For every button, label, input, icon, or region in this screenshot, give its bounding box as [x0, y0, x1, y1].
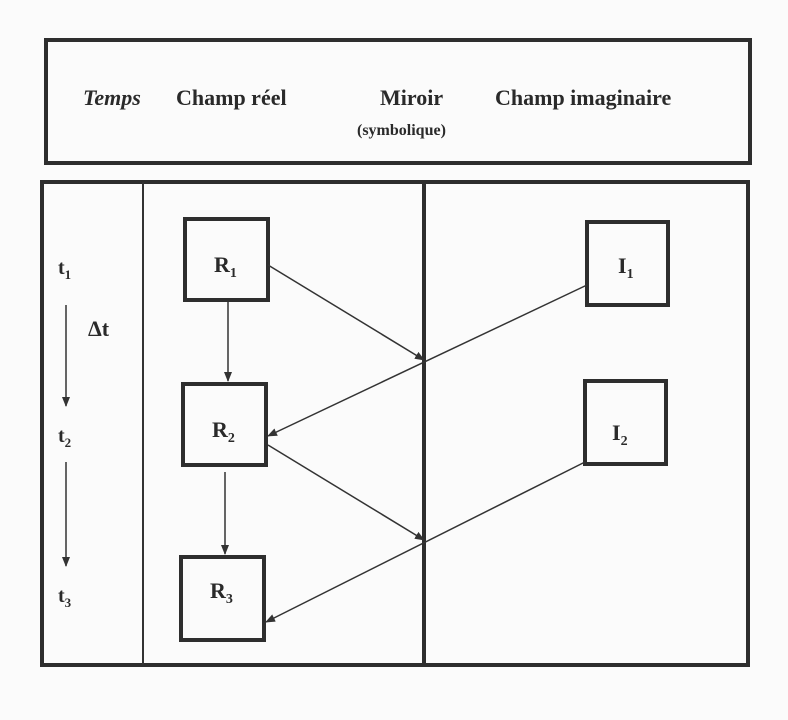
svg-text:I2: I2 [612, 420, 628, 449]
time-delta: Δt [88, 316, 110, 341]
header-box [44, 38, 752, 165]
arrow-r2-mirror [267, 444, 425, 541]
time-t3: t3 [58, 585, 72, 610]
node-i2: I2 [583, 379, 668, 466]
header-imaginary-field: Champ imaginaire [495, 85, 671, 110]
header-time: Temps [83, 85, 141, 110]
main-box [40, 180, 750, 667]
svg-text:R1: R1 [214, 252, 237, 281]
header-mirror-sub: (symbolique) [357, 122, 446, 139]
header-mirror: Miroir [380, 85, 443, 110]
node-r2: R2 [181, 382, 268, 467]
arrow-i1-r2 [267, 284, 588, 437]
node-r1: R1 [183, 217, 270, 302]
header-real-field: Champ réel [176, 85, 287, 110]
svg-text:R2: R2 [212, 417, 235, 446]
svg-text:I1: I1 [618, 253, 634, 282]
node-i1: I1 [585, 220, 670, 307]
time-t1: t1 [58, 257, 71, 282]
svg-text:R3: R3 [210, 578, 233, 607]
node-r3: R3 [179, 555, 266, 642]
time-t2: t2 [58, 425, 71, 450]
arrow-r1-mirror [267, 264, 425, 361]
arrow-i2-r3 [265, 461, 586, 623]
